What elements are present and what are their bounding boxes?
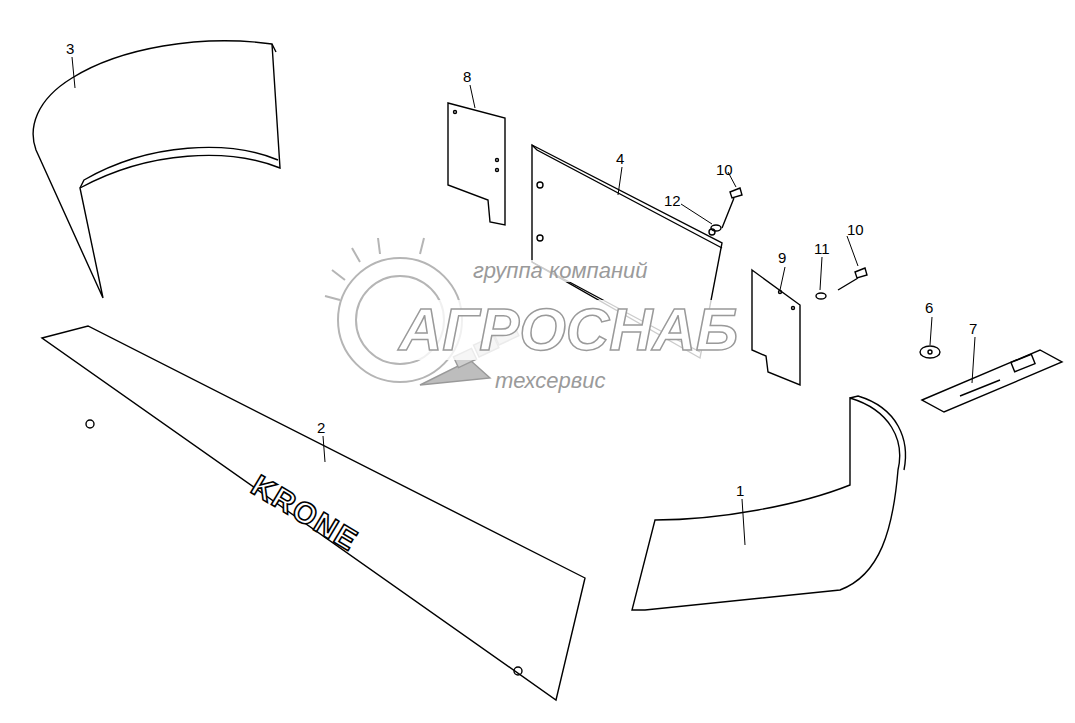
callout-number: 2: [317, 420, 325, 435]
plate-part-8: [448, 103, 505, 225]
cover-part-1: [632, 396, 905, 610]
watermark-text: АГРОСНАБ: [395, 300, 742, 360]
callout-number: 11: [814, 241, 830, 256]
callout-number: 8: [463, 69, 471, 84]
callout-number: 12: [664, 193, 681, 208]
callout-number: 4: [616, 151, 624, 166]
callout-number: 9: [778, 250, 786, 265]
callout-number: 7: [969, 321, 977, 336]
cover-part-3: [33, 41, 280, 298]
watermark-text: техсервис: [492, 370, 609, 392]
callout-number: 1: [736, 483, 744, 498]
watermark-arrow: [420, 360, 490, 385]
small-parts-6-7: [920, 346, 1062, 412]
watermark-text: группа компаний: [470, 260, 651, 282]
leader-lines: [72, 57, 975, 545]
callout-number: 10: [847, 222, 864, 237]
plate-part-9: [752, 270, 800, 385]
fasteners: [711, 188, 867, 299]
callout-number: 6: [925, 300, 933, 315]
callout-number: 10: [716, 162, 733, 177]
callout-number: 3: [66, 41, 74, 56]
